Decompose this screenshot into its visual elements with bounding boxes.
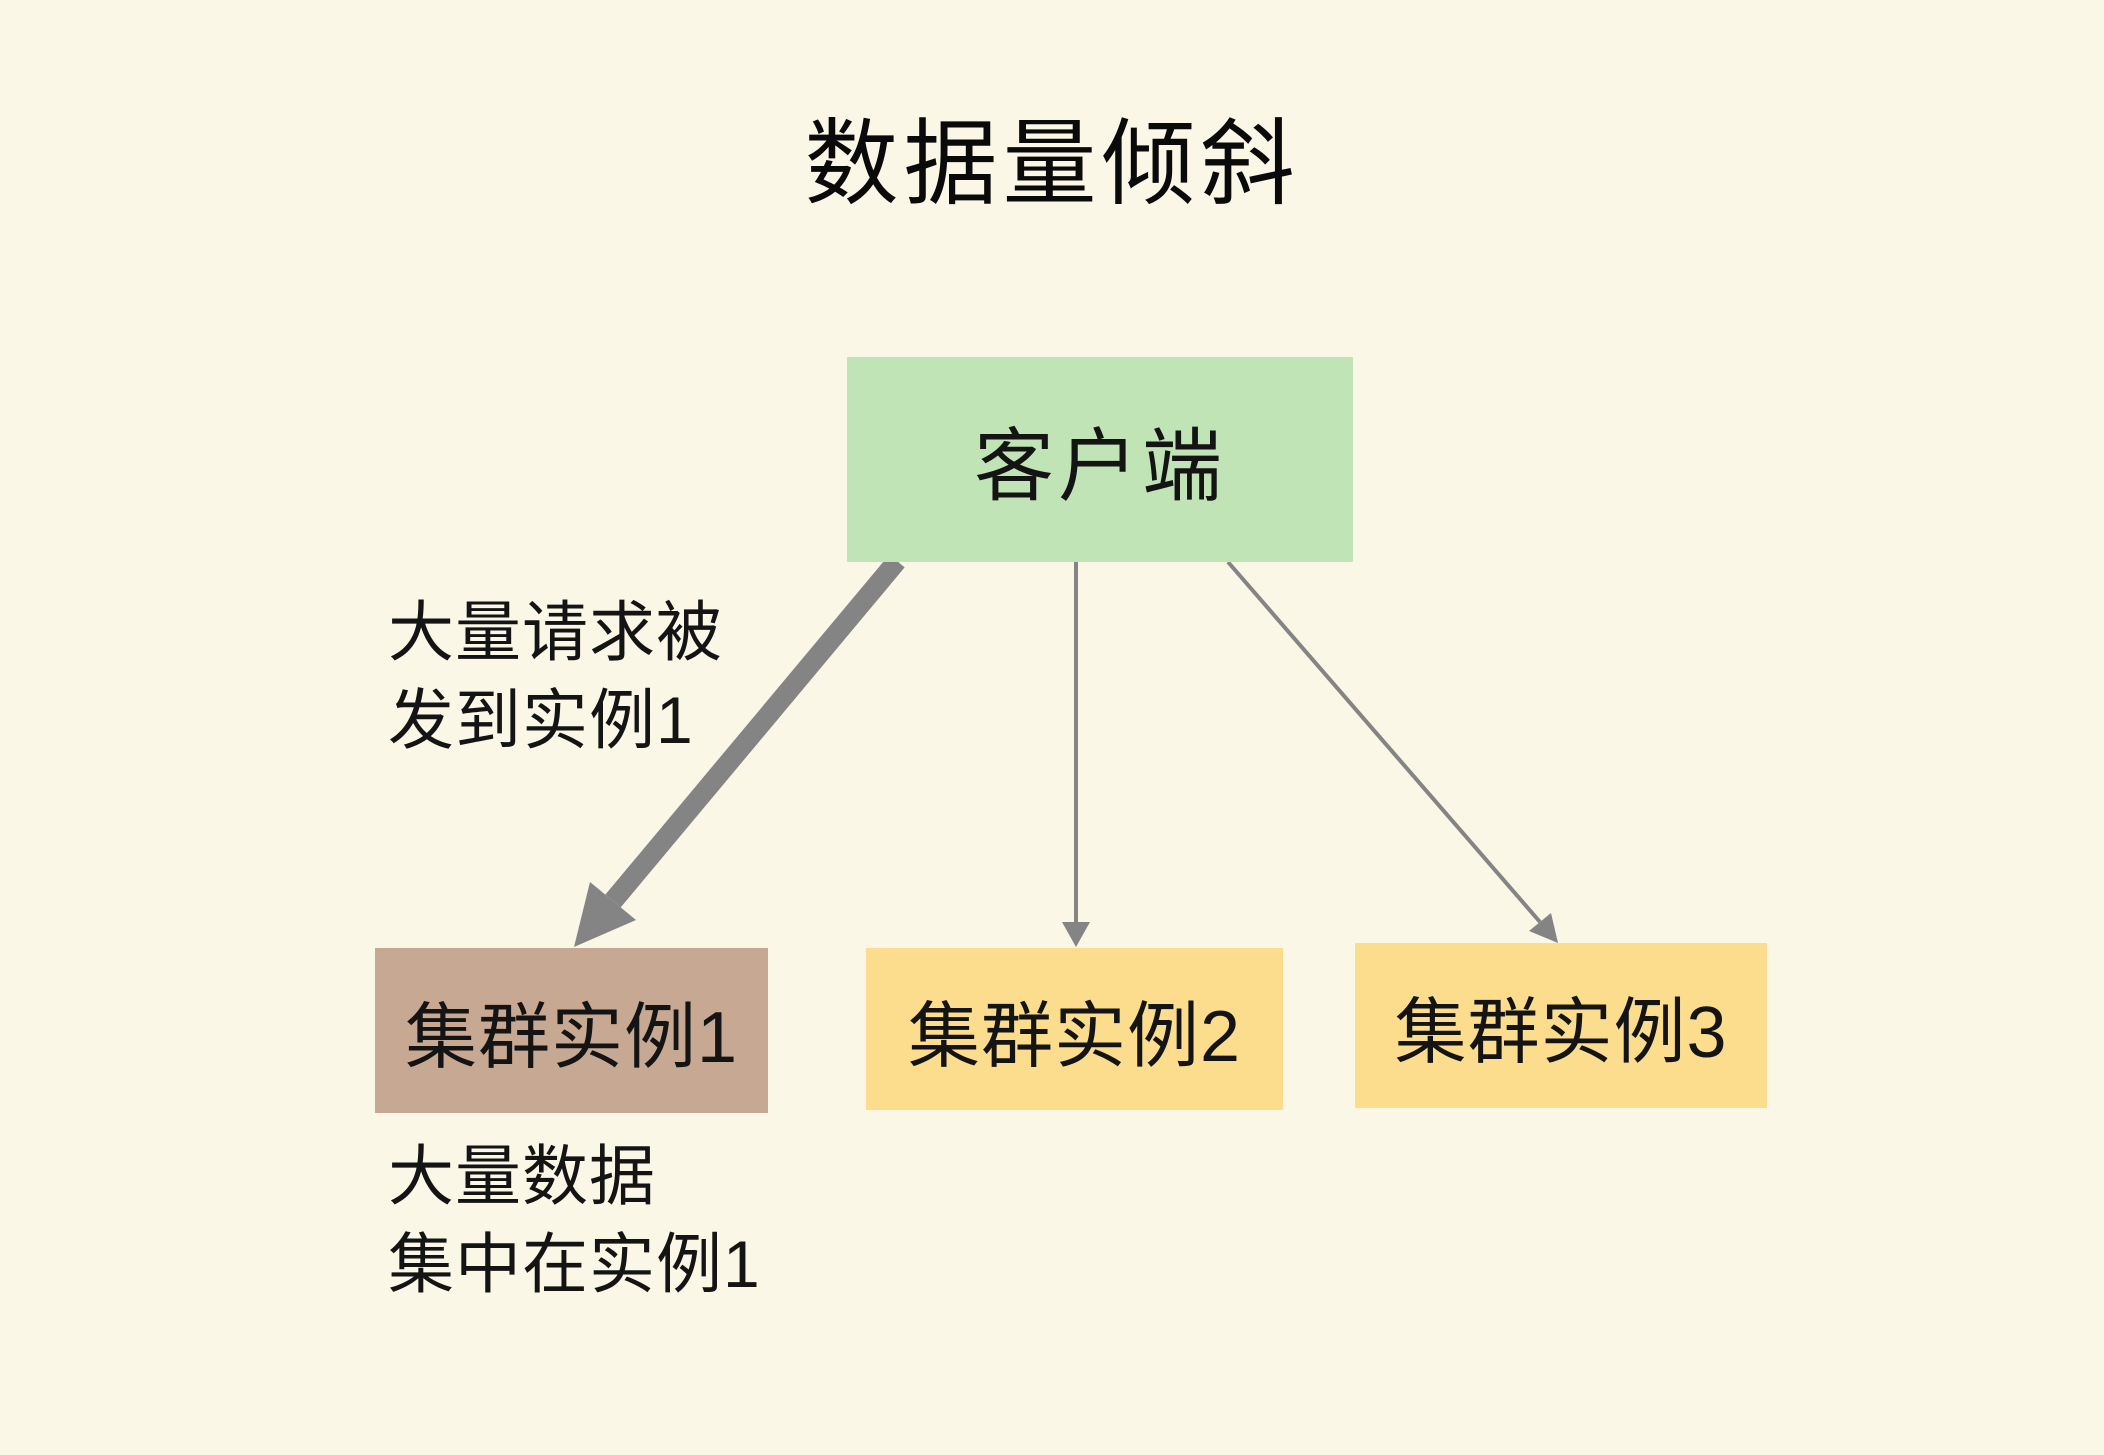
thin-arrow-client-to-instance3 (1226, 560, 1558, 943)
node-instance1-label: 集群实例1 (404, 998, 739, 1078)
node-instance1: 集群实例1 (375, 948, 768, 1113)
node-instance2-label: 集群实例2 (907, 996, 1242, 1077)
node-instance3: 集群实例3 (1355, 943, 1767, 1108)
thin-arrow-head-icon (1529, 913, 1558, 943)
thin-arrow-head-icon (1062, 922, 1090, 947)
node-instance3-label: 集群实例3 (1394, 993, 1728, 1073)
annotation-requests-line1: 大量请求被 (388, 595, 723, 669)
annotation-data-line1: 大量数据 (388, 1139, 656, 1213)
thin-arrow-client-to-instance2 (1062, 561, 1090, 947)
annotation-requests-line2: 发到实例1 (388, 683, 694, 757)
diagram-title: 数据量倾斜 (804, 111, 1300, 216)
annotation-data-skew: 大量数据 集中在实例1 (388, 1132, 761, 1308)
thin-arrow-shaft (1226, 560, 1542, 924)
node-client: 客户端 (847, 357, 1353, 562)
thick-arrow-shaft (605, 554, 905, 908)
thick-arrow-head-icon (574, 882, 636, 947)
node-instance2: 集群实例2 (866, 948, 1283, 1110)
node-client-label: 客户端 (974, 421, 1226, 511)
annotation-data-line2: 集中在实例1 (388, 1227, 761, 1301)
annotation-requests-skew: 大量请求被 发到实例1 (388, 588, 723, 764)
thick-arrow-client-to-instance1 (574, 554, 905, 947)
